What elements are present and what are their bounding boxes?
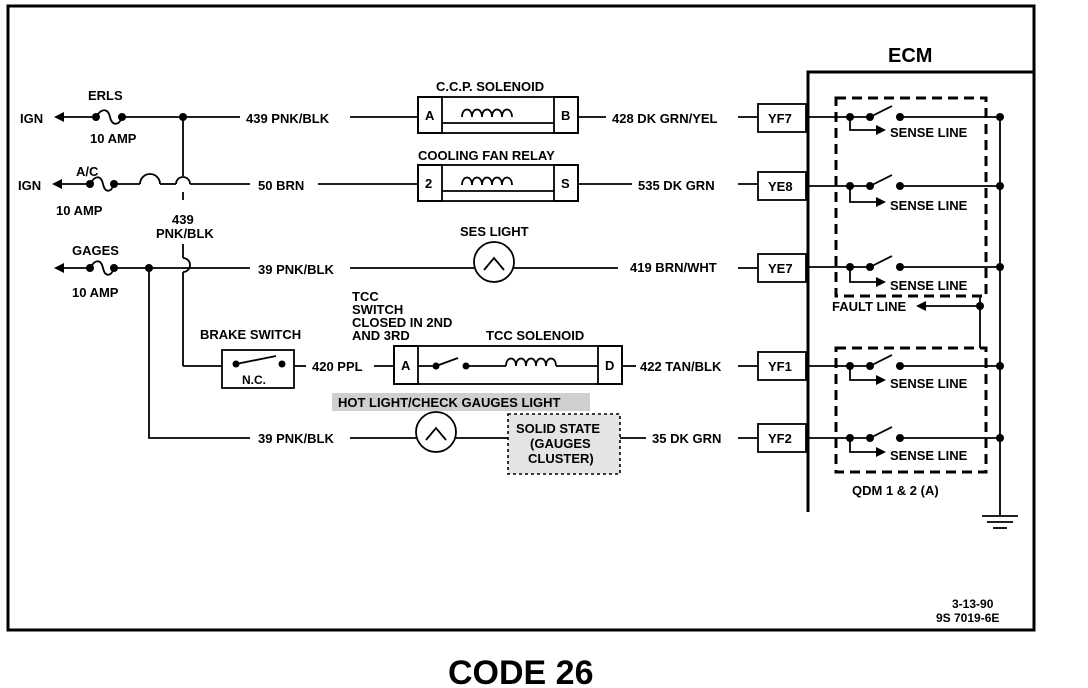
wire-439-drop: 439 PNK/BLK <box>156 117 222 367</box>
terminal-label: YF2 <box>768 431 792 446</box>
label-gages: GAGES <box>72 243 119 258</box>
terminal-label: YF1 <box>768 359 792 374</box>
terminal-label: YF7 <box>768 111 792 126</box>
diagram-frame <box>6 4 1036 632</box>
ccp-pin-a: A <box>425 108 435 123</box>
label-amp-3: 10 AMP <box>72 285 119 300</box>
terminal-yf1: YF1 <box>757 351 807 381</box>
wire-50: 50 BRN <box>258 178 304 193</box>
tcc-title: TCC SOLENOID <box>486 328 584 343</box>
ecm-title: ECM <box>888 45 932 67</box>
ccp-title: C.C.P. SOLENOID <box>436 79 544 94</box>
wire-35: 35 DK GRN <box>652 431 721 446</box>
footer-ref: 9S 7019-6E <box>936 611 999 625</box>
terminal-label: YE7 <box>768 261 793 276</box>
sense-line-3: SENSE LINE <box>890 278 968 293</box>
brake-title: BRAKE SWITCH <box>200 327 301 342</box>
row-hot: HOT LIGHT/CHECK GAUGES LIGHT 39 PNK/BLK … <box>258 393 758 475</box>
sense-line-4: SENSE LINE <box>890 376 968 391</box>
terminal-ye8: YE8 <box>757 171 807 201</box>
terminal-ye7: YE7 <box>757 253 807 283</box>
tcc-pin-d: D <box>605 358 614 373</box>
ses-title: SES LIGHT <box>460 224 529 239</box>
fan-pin-s: S <box>561 176 570 191</box>
qdm-label: QDM 1 & 2 (A) <box>852 483 939 498</box>
wire-39-drop <box>148 268 250 439</box>
wire-439-b-number: 439 <box>172 212 194 227</box>
wire-428: 428 DK GRN/YEL <box>612 111 718 126</box>
solid-line1: SOLID STATE <box>516 421 600 436</box>
sense-line-5: SENSE LINE <box>890 448 968 463</box>
terminal-label: YE8 <box>768 179 793 194</box>
label-amp-2: 10 AMP <box>56 203 103 218</box>
terminal-yf7: YF7 <box>757 103 807 133</box>
fan-pin-2: 2 <box>425 176 432 191</box>
label-ac: A/C <box>76 164 99 179</box>
code-title: CODE 26 <box>448 654 594 688</box>
tcc-switch-line4: AND 3RD <box>352 328 410 343</box>
label-erls: ERLS <box>88 88 123 103</box>
terminal-yf2: YF2 <box>757 423 807 453</box>
wire-39-a: 39 PNK/BLK <box>258 262 334 277</box>
tcc-pin-a: A <box>401 358 411 373</box>
tcc-switch-line3: CLOSED IN 2ND <box>352 315 452 330</box>
label-ign-1: IGN <box>20 111 43 126</box>
fault-line-label: FAULT LINE <box>832 299 906 314</box>
wire-419: 419 BRN/WHT <box>630 260 717 275</box>
label-amp-1: 10 AMP <box>90 131 137 146</box>
brake-state: N.C. <box>242 373 266 387</box>
row-ses: GAGES 10 AMP 39 PNK/BLK SES LIGHT 419 BR… <box>54 224 758 300</box>
hot-title: HOT LIGHT/CHECK GAUGES LIGHT <box>338 395 561 410</box>
wire-439-b-color: PNK/BLK <box>156 226 214 241</box>
solid-line3: CLUSTER) <box>528 451 594 466</box>
tcc-switch-line1: TCC <box>352 289 379 304</box>
sense-line-2: SENSE LINE <box>890 198 968 213</box>
footer-date: 3-13-90 <box>952 597 994 611</box>
wire-39-b: 39 PNK/BLK <box>258 431 334 446</box>
sense-line-1: SENSE LINE <box>890 125 968 140</box>
wire-439-a: 439 PNK/BLK <box>246 111 330 126</box>
ccp-pin-b: B <box>561 108 570 123</box>
fan-title: COOLING FAN RELAY <box>418 148 555 163</box>
ecm-internals: SENSE LINE SENSE LINE SENSE LINE FAULT L… <box>808 96 1018 529</box>
row-fan: IGN A/C 10 AMP 50 BRN COOLING FAN RELAY … <box>18 148 758 218</box>
tcc-switch-line2: SWITCH <box>352 302 403 317</box>
row-tcc: BRAKE SWITCH N.C. 420 PPL TCC SWITCH CLO… <box>200 289 758 389</box>
solid-line2: (GAUGES <box>530 436 591 451</box>
wire-535: 535 DK GRN <box>638 178 715 193</box>
row-ccp: IGN ERLS 10 AMP 439 PNK/BLK C.C.P. SOLEN… <box>20 79 758 146</box>
wire-420: 420 PPL <box>312 359 363 374</box>
wire-422: 422 TAN/BLK <box>640 359 722 374</box>
label-ign-2: IGN <box>18 178 41 193</box>
